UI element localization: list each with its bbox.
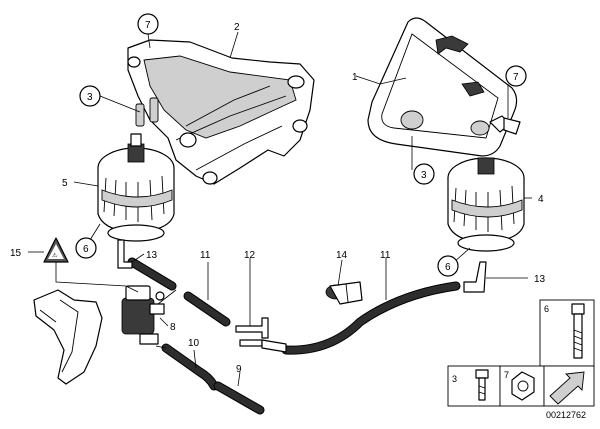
legend-label-3: 3 [452,374,457,384]
leader-lines [28,31,532,387]
callout-4: 4 [538,194,544,205]
callout-12: 12 [244,250,256,261]
legend-label-6: 6 [544,304,549,314]
nut-part-7 [511,371,535,401]
engine-bracket-right [367,17,521,157]
callout-3-left: 3 [79,85,101,107]
solenoid-valve [121,285,165,345]
drawing-number: 00212762 [546,410,586,420]
callout-13-left: 13 [146,250,158,261]
callout-1: 1 [352,72,358,83]
callout-9: 9 [236,364,242,375]
callout-14: 14 [336,250,348,261]
bolt-part-6 [571,303,585,359]
svg-text:6: 6 [83,244,89,255]
callout-13-right: 13 [534,274,546,285]
callout-3-right: 3 [413,163,435,185]
direction-arrow-icon [549,371,585,405]
hose-clip [325,281,363,305]
callout-11-right: 11 [380,250,391,261]
callout-6-right: 6 [437,255,459,277]
svg-text:6: 6 [445,262,451,273]
heat-shield-bracket [33,289,103,385]
svg-text:3: 3 [421,170,427,181]
svg-text:⚠: ⚠ [52,252,58,259]
callout-7-top-left: 7 [137,13,159,35]
callout-2: 2 [234,22,240,33]
legend-label-7: 7 [504,370,509,380]
callout-5: 5 [62,178,68,189]
warning-label: ⚠ [43,237,69,263]
callout-7-right: 7 [505,65,527,87]
engine-mount-right [447,157,525,252]
engine-bracket-left [127,39,315,185]
svg-text:7: 7 [145,20,151,31]
engine-mount-left [97,133,175,242]
callout-10: 10 [188,338,200,349]
callout-6-left: 6 [75,237,97,259]
legend-panel [447,299,595,407]
vacuum-hoses [127,257,461,415]
callout-8: 8 [170,322,176,333]
bolt-part-3 [475,369,489,401]
callout-15: 15 [10,248,22,259]
svg-text:3: 3 [87,92,93,103]
svg-text:7: 7 [513,72,519,83]
hose-connectors [117,239,487,353]
callout-11-left: 11 [200,250,211,261]
